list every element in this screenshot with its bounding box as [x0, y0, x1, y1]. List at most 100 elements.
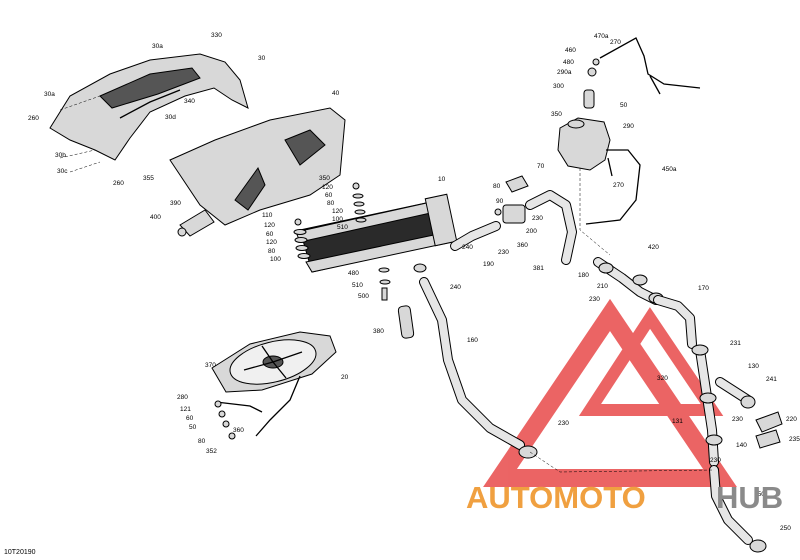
callout-c-381: 381 — [533, 265, 544, 272]
radiator — [295, 193, 458, 273]
callout-c-60-a: 60 — [325, 192, 333, 199]
callout-c-230-e: 230 — [710, 457, 721, 464]
callout-c-80-b: 80 — [268, 248, 276, 255]
callout-c-280: 280 — [177, 394, 188, 401]
watermark-grey-text: HUB — [716, 480, 783, 515]
drawing-reference-number: 10T20190 — [4, 549, 36, 556]
callout-c-230-a: 230 — [532, 215, 543, 222]
callout-c-120-d: 120 — [266, 239, 277, 246]
callout-c-420: 420 — [648, 244, 659, 251]
hose-150 — [709, 465, 767, 553]
hardware-stack-bottom — [378, 267, 391, 301]
callout-c-121: 121 — [180, 406, 191, 413]
callout-c-230-c: 230 — [589, 296, 600, 303]
callout-c-500: 500 — [358, 293, 369, 300]
callout-c-510-a: 510 — [337, 224, 348, 231]
group-lines — [59, 95, 715, 473]
clamp-240 — [413, 263, 427, 273]
callout-c-360-b: 360 — [233, 427, 244, 434]
front-fender-panel — [49, 53, 249, 161]
callout-c-290: 290 — [623, 123, 634, 130]
hose-160 — [419, 277, 538, 459]
callout-c-510-b: 510 — [352, 282, 363, 289]
callout-c-130: 130 — [748, 363, 759, 370]
callout-c-40: 40 — [332, 90, 340, 97]
callout-c-230-f: 230 — [558, 420, 569, 427]
callout-c-180: 180 — [578, 272, 589, 279]
callout-c-370: 370 — [205, 362, 216, 369]
callout-c-480: 480 — [348, 270, 359, 277]
callout-c-350: 350 — [319, 175, 330, 182]
callout-c-100-b: 100 — [270, 256, 281, 263]
callout-c-241: 241 — [766, 376, 777, 383]
callout-c-60-b: 60 — [266, 231, 274, 238]
callout-c-360-a: 360 — [517, 242, 528, 249]
callout-c-110: 110 — [262, 212, 273, 219]
watermark-logo — [483, 298, 737, 487]
callout-c-355: 355 — [143, 175, 154, 182]
bracket-220 — [755, 411, 783, 449]
connector-210 — [593, 257, 664, 305]
bracket — [177, 209, 215, 237]
callout-c-220: 220 — [786, 416, 797, 423]
callout-c-235: 235 — [789, 436, 800, 443]
callout-c-352: 352 — [206, 448, 217, 455]
callout-c-150: 150 — [754, 491, 765, 498]
callout-c-380: 380 — [373, 328, 384, 335]
callout-c-170: 170 — [698, 285, 709, 292]
callout-c-80-c: 80 — [493, 183, 501, 190]
watermark-orange-text: AUTOMOTO — [466, 480, 646, 515]
callout-c-230-b: 230 — [498, 249, 509, 256]
hose-170 — [653, 295, 697, 349]
callout-c-70: 70 — [537, 163, 545, 170]
callout-c-100-a: 100 — [332, 216, 343, 223]
callout-c-120-b: 120 — [332, 208, 343, 215]
overflow-line-470a — [599, 37, 701, 95]
callout-c-390: 390 — [170, 200, 181, 207]
callout-c-131: 131 — [672, 418, 683, 425]
callout-c-200: 200 — [526, 228, 537, 235]
callout-c-80-a: 80 — [327, 200, 335, 207]
callout-c-320: 320 — [657, 375, 668, 382]
callout-c-30c: 30c — [57, 168, 68, 175]
fan-mounting-hardware — [214, 375, 301, 440]
callout-c-350-tank: 350 — [551, 111, 562, 118]
callout-c-270-mid: 270 — [613, 182, 624, 189]
callout-c-270-top: 270 — [610, 39, 621, 46]
callout-c-300: 300 — [553, 83, 564, 90]
pipe-131 — [691, 344, 723, 467]
callout-c-190: 190 — [483, 261, 494, 268]
callout-c-230-d: 230 — [732, 416, 743, 423]
callout-c-340: 340 — [184, 98, 195, 105]
hose-180 — [525, 190, 577, 265]
callout-c-10: 10 — [438, 176, 446, 183]
hardware-stack-left — [293, 218, 311, 259]
callout-c-120-c: 120 — [264, 222, 275, 229]
callout-c-240-a: 240 — [462, 244, 473, 251]
hood-body-panel — [169, 107, 346, 226]
callout-c-231: 231 — [730, 340, 741, 347]
callout-c-260-left: 260 — [28, 115, 39, 122]
callout-c-160: 160 — [467, 337, 478, 344]
callout-c-450a: 450a — [662, 166, 677, 173]
callout-c-30: 30 — [258, 55, 266, 62]
callout-c-330: 330 — [211, 32, 222, 39]
callout-c-140: 140 — [736, 442, 747, 449]
callout-c-290a: 290a — [557, 69, 572, 76]
callout-c-30b: 30b — [55, 152, 66, 159]
callout-c-210: 210 — [597, 283, 608, 290]
callout-c-90: 90 — [496, 198, 504, 205]
callout-c-120-a: 120 — [322, 184, 333, 191]
hardware-stack-top — [352, 182, 367, 223]
callout-c-30a-left: 30a — [44, 91, 55, 98]
hose-190 — [450, 221, 501, 251]
thermostat-housing — [494, 175, 529, 224]
fitting-130 — [715, 377, 756, 409]
callout-c-30a-top: 30a — [152, 43, 163, 50]
callout-c-260-low: 260 — [113, 180, 124, 187]
callout-c-250: 250 — [780, 525, 791, 532]
callout-c-480-tank: 480 — [563, 59, 574, 66]
callout-c-60-c: 60 — [186, 415, 194, 422]
callout-c-400: 400 — [150, 214, 161, 221]
